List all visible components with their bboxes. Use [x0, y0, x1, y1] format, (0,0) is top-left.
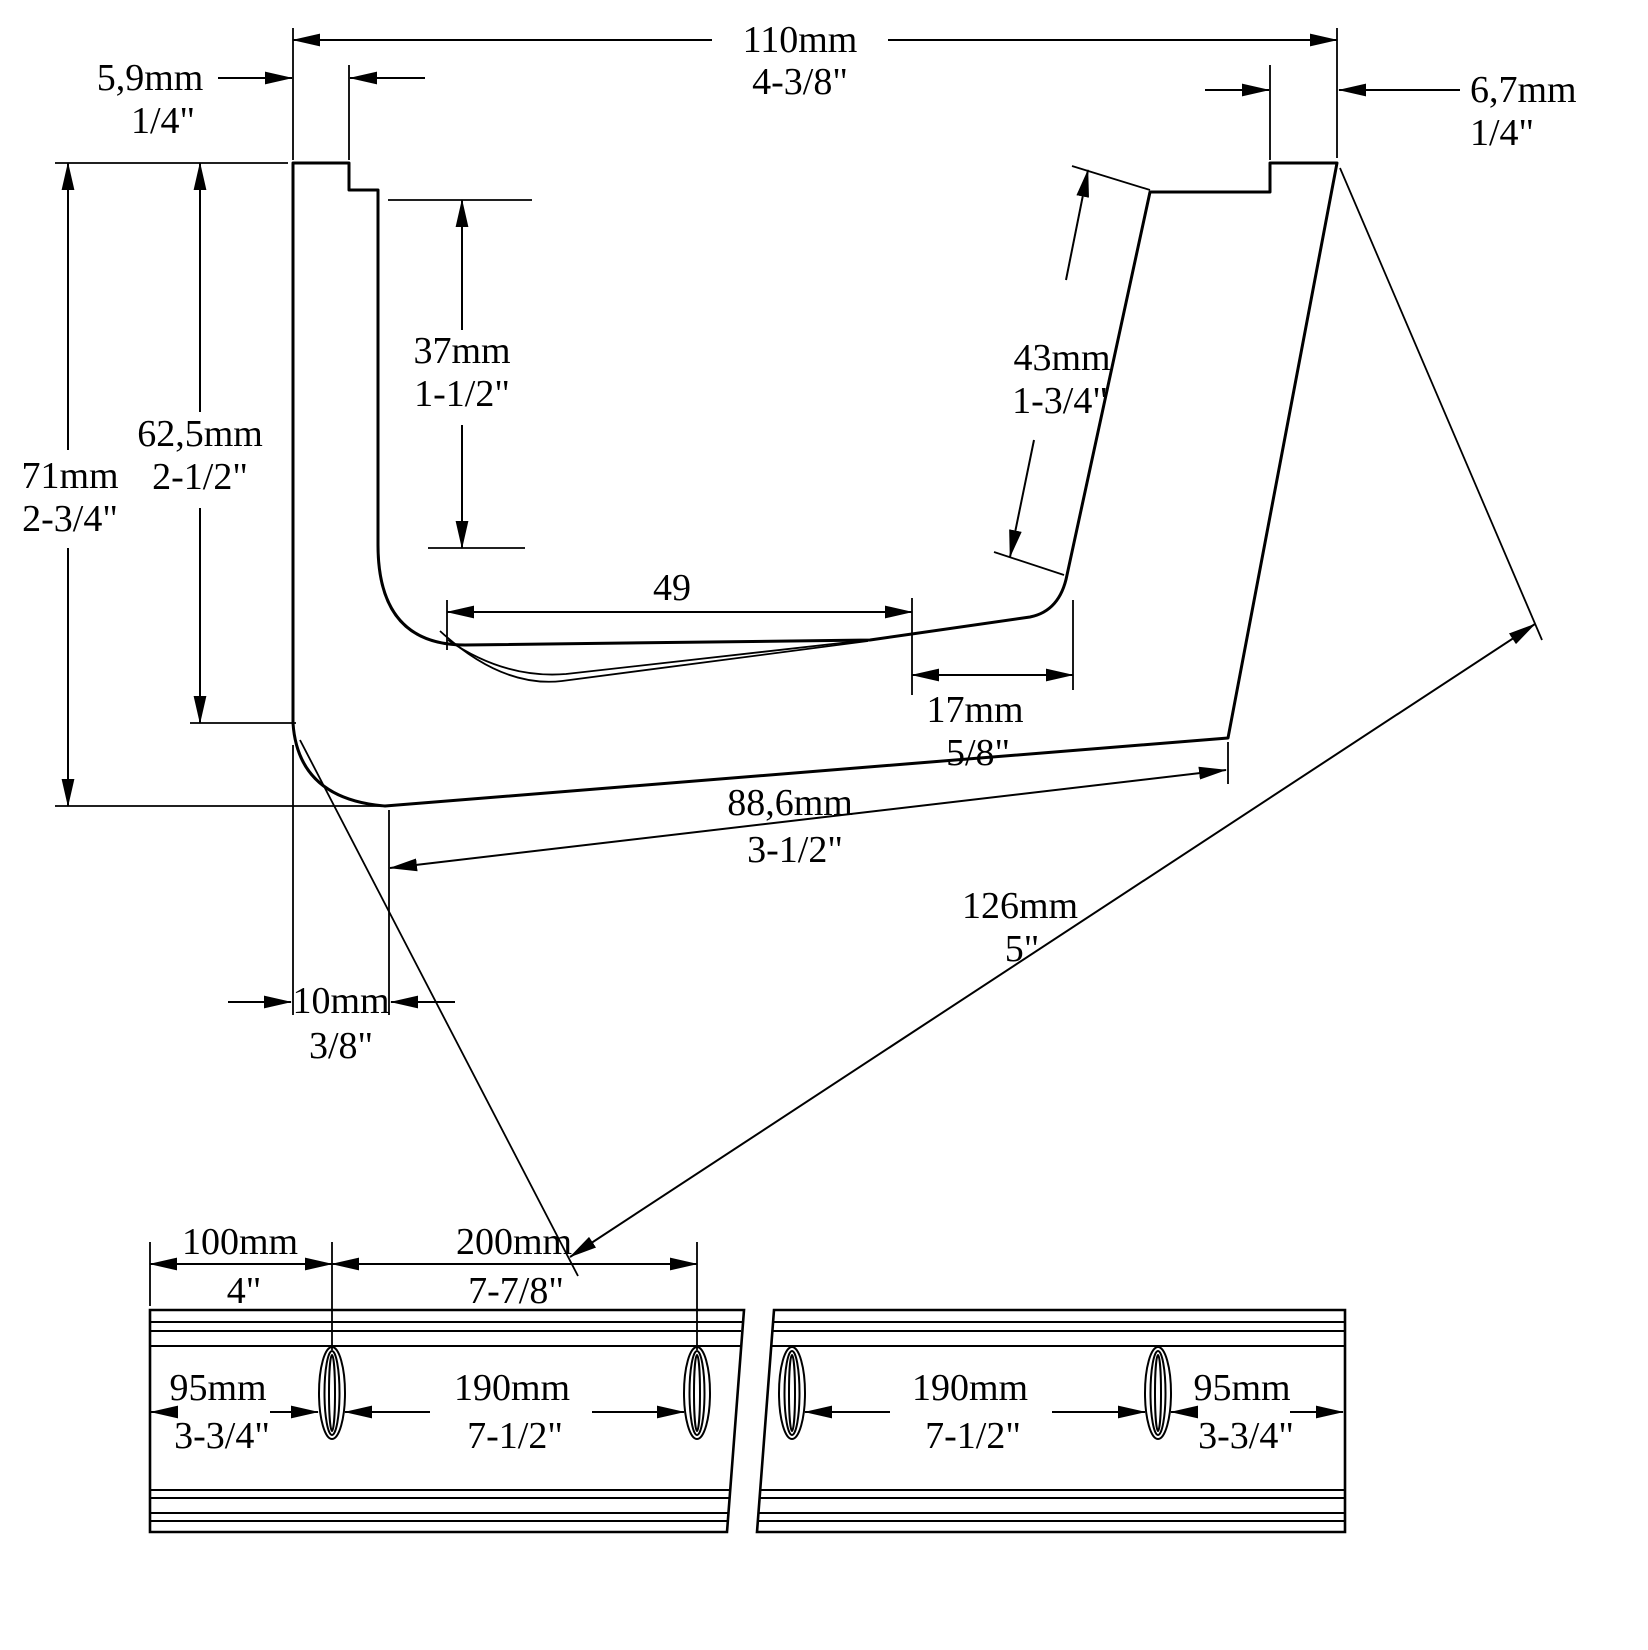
- dim-label-imperial: 7-1/2": [925, 1415, 1021, 1457]
- slot-outline: [778, 1346, 806, 1440]
- dim-label-metric: 95mm: [1193, 1367, 1290, 1409]
- screw-slot: [1144, 1346, 1172, 1440]
- slot-hatch: [788, 1354, 796, 1432]
- rail-left-strip-outline: [148, 1308, 746, 1534]
- dim-bottom-edge: 88,6mm 3-1/2": [388, 742, 1229, 1015]
- slot-hatch: [328, 1354, 336, 1432]
- slot-hatch: [693, 1354, 701, 1432]
- rail-right-strip-outline: [755, 1308, 1347, 1534]
- slot-hatch: [1154, 1354, 1162, 1432]
- dim-diagonal: 126mm 5": [299, 167, 1543, 1277]
- dim-label-metric: 100mm: [182, 1221, 298, 1263]
- dim-label-metric: 88,6mm: [727, 782, 853, 824]
- extension-line: [1339, 167, 1543, 641]
- screw-slot: [318, 1346, 346, 1440]
- dim-label-metric: 49: [653, 567, 691, 609]
- dim-floor-extension: 17mm 5/8": [911, 600, 1074, 774]
- dim-label-metric: 95mm: [169, 1367, 266, 1409]
- dim-label-metric: 5,9mm: [97, 57, 204, 99]
- dim-label-imperial: 1/4": [1470, 112, 1534, 154]
- dim-label-metric: 71mm: [21, 455, 118, 497]
- dim-rail-end-top: 100mm 4": [149, 1221, 333, 1350]
- dim-rail-pitch-left: 190mm 7-1/2": [344, 1367, 685, 1457]
- dim-label-metric: 43mm: [1013, 337, 1110, 379]
- dim-label-imperial: 7-7/8": [468, 1270, 564, 1312]
- channel-floor-detail: [439, 630, 869, 683]
- dim-label-imperial: 2-1/2": [152, 456, 248, 498]
- dim-label-imperial: 5": [1005, 928, 1040, 970]
- screw-slot: [683, 1346, 711, 1440]
- dim-label-imperial: 4": [227, 1270, 262, 1312]
- dim-width-top: 110mm 4-3/8": [292, 19, 1338, 160]
- slot-outline: [318, 1346, 346, 1440]
- slot-hatch: [783, 1350, 801, 1436]
- dim-channel-depth-back: 43mm 1-3/4": [993, 165, 1151, 576]
- dim-label-imperial: 3-3/4": [174, 1415, 270, 1457]
- dim-label-metric: 190mm: [912, 1367, 1028, 1409]
- slot-outline: [683, 1346, 711, 1440]
- dim-channel-floor: 49: [446, 567, 913, 695]
- dim-label-metric: 190mm: [454, 1367, 570, 1409]
- extension-line: [993, 551, 1065, 576]
- dim-label-metric: 126mm: [962, 885, 1078, 927]
- dimension-line: [569, 623, 1536, 1258]
- profile-cross-section: [291, 161, 1339, 808]
- dim-label-imperial: 1-3/4": [1012, 380, 1108, 422]
- dim-channel-depth-front: 37mm 1-1/2": [388, 199, 532, 549]
- dim-label-imperial: 3-3/4": [1198, 1415, 1294, 1457]
- dim-rail-end-right: 95mm 3-3/4": [1170, 1367, 1344, 1457]
- dim-label-metric: 110mm: [743, 19, 858, 61]
- rail-left-strip-ridges: [150, 1321, 742, 1522]
- dim-label-imperial: 3-1/2": [747, 829, 843, 871]
- dim-base-offset: 10mm 3/8": [228, 745, 455, 1067]
- dim-label-metric: 6,7mm: [1470, 69, 1577, 111]
- dim-label-imperial: 7-1/2": [467, 1415, 563, 1457]
- dim-rail-pitch-right: 190mm 7-1/2": [804, 1367, 1146, 1457]
- dim-label-imperial: 1-1/2": [414, 373, 510, 415]
- channel-floor-detail-inner: [447, 639, 869, 676]
- slot-hatch: [688, 1350, 706, 1436]
- dim-label-imperial: 5/8": [946, 732, 1010, 774]
- dimension-line: [1065, 169, 1089, 281]
- dim-label-imperial: 4-3/8": [752, 61, 848, 103]
- rail-front-view: 100mm 4" 200mm 7-7/8" 95mm 3-3/4" 190mm …: [148, 1221, 1347, 1534]
- dim-label-imperial: 3/8": [309, 1025, 373, 1067]
- dim-label-metric: 17mm: [926, 689, 1023, 731]
- dim-height-total: 71mm 2-3/4": [21, 162, 380, 807]
- extension-line: [299, 739, 579, 1277]
- dim-label-metric: 200mm: [456, 1221, 572, 1263]
- slot-hatch: [323, 1350, 341, 1436]
- slot-outline: [1144, 1346, 1172, 1440]
- dim-label-imperial: 1/4": [131, 100, 195, 142]
- dim-lip-left: 5,9mm 1/4": [97, 57, 425, 160]
- dim-label-metric: 62,5mm: [137, 413, 263, 455]
- dim-rail-pitch-top: 200mm 7-7/8": [331, 1221, 698, 1350]
- dim-rail-end-left: 95mm 3-3/4": [150, 1367, 319, 1457]
- dim-lip-right: 6,7mm 1/4": [1205, 65, 1577, 160]
- dim-height-back: 62,5mm 2-1/2": [137, 162, 296, 724]
- extension-line: [1071, 165, 1151, 191]
- dim-label-metric: 10mm: [292, 980, 389, 1022]
- profile-outline: [291, 161, 1339, 808]
- dim-label-imperial: 2-3/4": [22, 498, 118, 540]
- slot-hatch: [1149, 1350, 1167, 1436]
- screw-slot: [778, 1346, 806, 1440]
- dimension-line: [1009, 439, 1035, 558]
- rail-right-strip-ridges: [759, 1321, 1345, 1522]
- dim-label-metric: 37mm: [413, 330, 510, 372]
